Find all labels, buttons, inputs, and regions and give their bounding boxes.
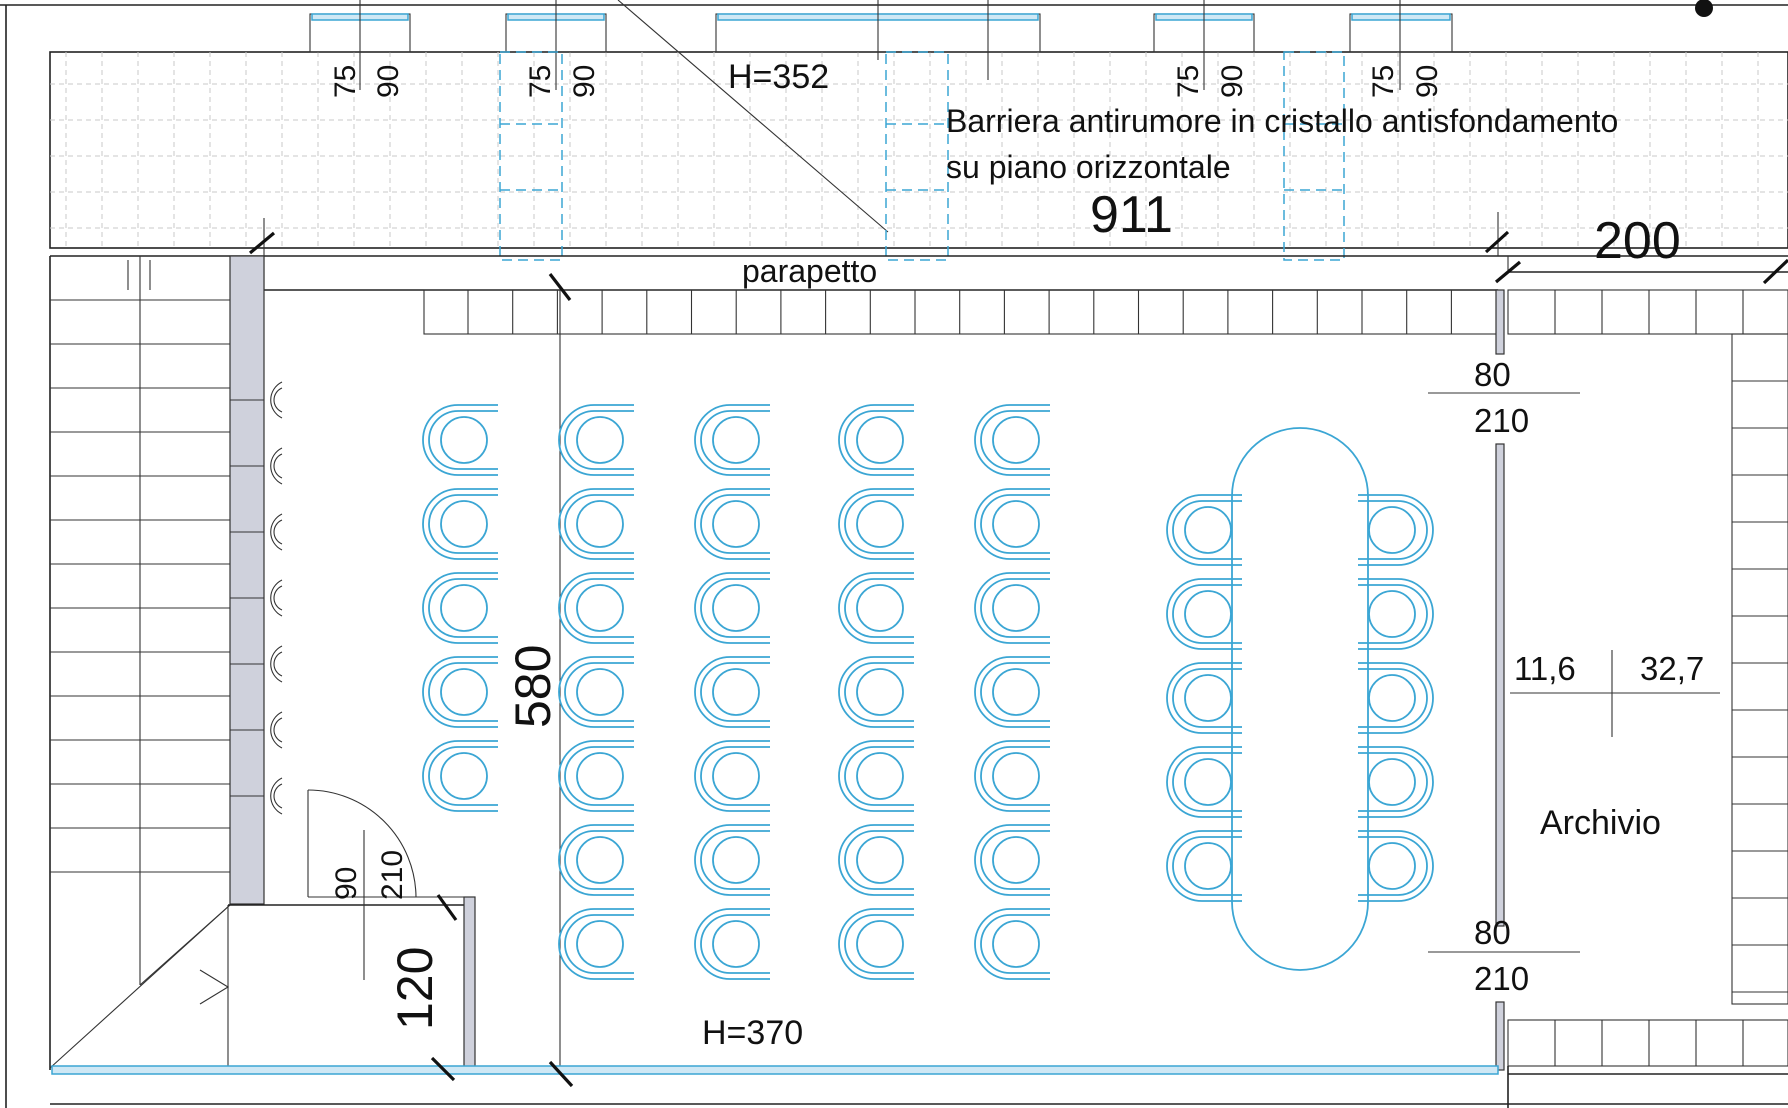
seat-col4-row7: [838, 908, 914, 980]
dimension-120: 120: [387, 947, 443, 1030]
plan-labels: 75 90 75 90 75 90 75 90 H=352 Barriera a…: [329, 58, 1704, 1052]
seat-col3-row6: [694, 824, 770, 896]
dimension-580: 580: [505, 645, 561, 728]
seat-col2-row7: [558, 908, 634, 980]
wall-chair-2: [270, 447, 283, 485]
wall-chair-4: [270, 579, 283, 617]
seat-col1-row5: [422, 740, 498, 812]
seat-col2-row5: [558, 740, 634, 812]
table-chair-right-5: [1358, 830, 1434, 902]
window-3-width: 75: [1172, 65, 1205, 98]
seat-col3-row7: [694, 908, 770, 980]
wall-chair-5: [270, 645, 283, 683]
table-chair-right-2: [1358, 578, 1434, 650]
area-value-a: 11,6: [1514, 650, 1576, 687]
seat-col5-row3: [974, 572, 1050, 644]
dimension-200: 200: [1594, 212, 1681, 270]
seat-col3-row3: [694, 572, 770, 644]
wall-chair-6: [270, 711, 283, 749]
seat-col4-row2: [838, 488, 914, 560]
seat-col4-row3: [838, 572, 914, 644]
seat-col4-row6: [838, 824, 914, 896]
seat-col3-row1: [694, 404, 770, 476]
top-windows: [309, 0, 1453, 233]
seat-col2-row4: [558, 656, 634, 728]
archive-room-label: Archivio: [1540, 804, 1661, 842]
wall-chair-1: [270, 381, 283, 419]
seat-col2-row3: [558, 572, 634, 644]
table-chair-left-1: [1166, 494, 1242, 566]
door-bottom-height: 210: [1474, 960, 1529, 997]
terrace: [49, 51, 1788, 249]
seat-col1-row2: [422, 488, 498, 560]
table-chair-left-4: [1166, 746, 1242, 818]
table-chair-left-3: [1166, 662, 1242, 734]
window-1-height: 90: [372, 65, 405, 98]
seat-col5-row6: [974, 824, 1050, 896]
seat-col1-row3: [422, 572, 498, 644]
tile-row-top: [423, 289, 1788, 335]
seat-col5-row4: [974, 656, 1050, 728]
glass-barrier-outlines: [499, 51, 1345, 261]
table-chair-right-3: [1358, 662, 1434, 734]
window-2-height: 90: [568, 65, 601, 98]
archive-wall: [1507, 333, 1788, 1067]
window-4-width: 75: [1367, 65, 1400, 98]
seat-col4-row1: [838, 404, 914, 476]
window-2-width: 75: [524, 65, 557, 98]
seating-rows: [422, 404, 1050, 980]
window-1-width: 75: [329, 65, 362, 98]
seat-col3-row5: [694, 740, 770, 812]
seat-col5-row2: [974, 488, 1050, 560]
height-top-label: H=352: [728, 58, 829, 96]
seat-col2-row1: [558, 404, 634, 476]
seat-col2-row2: [558, 488, 634, 560]
table-chair-left-5: [1166, 830, 1242, 902]
table-chair-right-1: [1358, 494, 1434, 566]
height-bottom-label: H=370: [702, 1014, 803, 1052]
seat-col3-row4: [694, 656, 770, 728]
door-top-height: 210: [1474, 402, 1529, 439]
dimension-911: 911: [1090, 186, 1173, 244]
seat-col5-row7: [974, 908, 1050, 980]
seat-col1-row1: [422, 404, 498, 476]
area-value-b: 32,7: [1640, 650, 1704, 687]
meeting-table: [1166, 427, 1434, 971]
window-4-height: 90: [1411, 65, 1444, 98]
dimension-ticks: [248, 230, 1788, 1088]
seat-col5-row5: [974, 740, 1050, 812]
seat-col5-row1: [974, 404, 1050, 476]
bottom-window: [50, 1065, 1788, 1108]
table-chair-left-2: [1166, 578, 1242, 650]
door-left-height: 210: [376, 850, 409, 900]
seat-col3-row2: [694, 488, 770, 560]
right-partition: [1428, 289, 1720, 1071]
door-left-width: 90: [330, 867, 363, 900]
seat-col4-row4: [838, 656, 914, 728]
table-chair-right-4: [1358, 746, 1434, 818]
parapet: [50, 212, 1788, 291]
seat-col4-row5: [838, 740, 914, 812]
staircase: [49, 256, 231, 1070]
seat-col2-row6: [558, 824, 634, 896]
window-3-height: 90: [1216, 65, 1249, 98]
pillar-strip: [229, 255, 283, 905]
wall-chair-3: [270, 513, 283, 551]
door-bottom-width: 80: [1474, 914, 1511, 951]
door-top-width: 80: [1474, 356, 1511, 393]
seat-col1-row4: [422, 656, 498, 728]
barrier-note-line2: su piano orizzontale: [946, 149, 1231, 185]
parapet-label: parapetto: [742, 253, 877, 289]
wall-chair-7: [270, 777, 283, 815]
barrier-note-line1: Barriera antirumore in cristallo antisfo…: [946, 103, 1618, 139]
